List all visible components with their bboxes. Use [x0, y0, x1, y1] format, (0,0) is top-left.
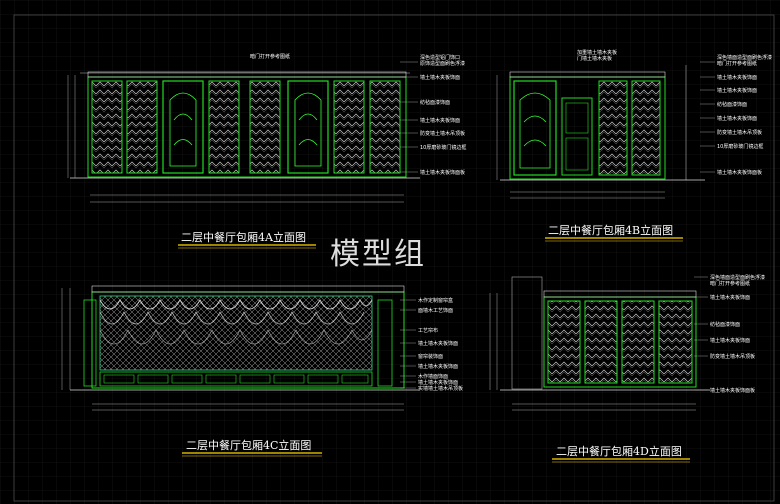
elevation-4a-note: 暗门打开参考图纸: [250, 53, 290, 60]
elevation-4b-note: 加重墙土墙木夹板: [577, 49, 617, 56]
elevation-4b-leader-lines: [700, 61, 715, 173]
elevation-4a-panel: [126, 80, 158, 174]
elevation-4a: 深色造型铝门饰口 原饰造型面刷色浮漆 暗门打开参考图纸 墙土墙木夹板饰面 纺毡面…: [67, 53, 466, 249]
elevation-4c-side-panel: [83, 299, 97, 387]
elevation-4a-panel: [208, 80, 240, 174]
elevation-4c-title: 二层中餐厅包厢4C立面图: [186, 438, 311, 452]
elevation-4b-panel: [631, 80, 661, 176]
elevation-4c-note: 墙土墙木夹板饰面: [418, 340, 458, 347]
elevation-4c-side-panel: [377, 299, 393, 387]
elevation-4c-note: 木作墙面饰面: [418, 373, 448, 380]
elevation-4d-note: 墙土墙木夹板饰面: [710, 294, 750, 301]
elevation-4c-window: [99, 295, 373, 371]
elevation-4c-note: 墙土墙木夹板饰面: [418, 379, 458, 386]
elevation-4b-note: 暗门打开参考图纸: [717, 60, 757, 67]
elevation-4b-title: 二层中餐厅包厢4B立面图: [548, 223, 673, 237]
elevation-4a-note: 防变墙土墙木吊顶板: [420, 130, 465, 137]
elevation-4b-panel-plain: [565, 137, 589, 171]
elevation-4d-title: 二层中餐厅包厢4D立面图: [556, 444, 682, 458]
elevation-4c: 木作定制窗帘盒 面墙木工艺饰面 工艺帘布 墙土墙木夹板饰面 窗帘装饰面 墙土墙木…: [61, 285, 463, 457]
elevation-4b-note: 10厚磨砂玻门镜边框: [717, 143, 763, 150]
elevation-4c-note: 工艺帘布: [418, 327, 438, 334]
elevation-4d-note: 纺毡面漆饰面: [710, 321, 740, 328]
elevation-4d-note: 墙土墙木夹板饰面: [710, 337, 750, 344]
elevation-4c-cornice: [91, 285, 405, 293]
elevation-4c-dado-panels: [103, 374, 369, 384]
elevation-4b-note: 深色墙面造型面刷色浮漆: [717, 54, 772, 61]
elevation-4a-note: 墙土墙木夹板饰面: [420, 117, 460, 124]
elevation-4b-panel-plain: [561, 97, 593, 176]
elevation-4d-leader-lines: [694, 276, 708, 391]
elevation-4a-note: 10厚磨砂玻门镜边框: [420, 144, 466, 151]
elevation-4b-note: 防变墙土墙木吊顶板: [717, 129, 762, 136]
elevation-4a-door-ornament: [294, 92, 322, 167]
elevation-4c-note: 木作定制窗帘盒: [418, 297, 453, 304]
elevation-4a-panel: [249, 80, 281, 174]
elevation-4a-panel: [369, 80, 401, 174]
elevation-4a-panel: [333, 80, 365, 174]
elevation-4d-note: 深色墙面造型面刷色浮漆: [710, 274, 765, 281]
elevation-4c-note: 实墙墙土墙木吊顶板: [418, 385, 463, 392]
elevation-4b: 加重墙土墙木夹板 门墙土墙木夹板 深色墙面造型面刷色浮漆 暗门打开参考图纸 墙土…: [496, 49, 772, 242]
elevation-4b-panel: [598, 80, 628, 176]
elevation-4c-curtain-valance: [99, 299, 373, 310]
elevation-4b-note: 墙土墙木夹板饰面: [717, 115, 757, 122]
elevation-4a-note: 深色造型铝门饰口: [420, 54, 460, 61]
elevation-4a-note: 墙土墙木夹板饰面: [420, 74, 460, 81]
elevation-4c-dado: [99, 371, 373, 387]
elevation-4d-side-column: [511, 276, 543, 390]
elevation-4b-panel-plain: [565, 102, 589, 134]
elevation-4a-door: [162, 80, 204, 174]
elevation-4d-cornice: [543, 290, 697, 298]
elevation-4a-door-ornament: [169, 92, 197, 167]
elevation-4b-cornice: [509, 71, 666, 78]
elevation-4a-cornice: [87, 71, 407, 78]
elevation-4b-note: 墙土墙木夹板饰面: [717, 74, 757, 81]
elevation-4c-note: 面墙木工艺饰面: [418, 307, 453, 314]
elevation-4a-leader-lines: [400, 61, 418, 173]
elevation-4b-door-ornament: [519, 92, 551, 169]
elevation-4a-title: 二层中餐厅包厢4A立面图: [181, 230, 306, 244]
elevation-4d-note: 暗门打开参考图纸: [710, 280, 750, 287]
elevation-4a-panel: [91, 80, 123, 174]
watermark-text: 模型组: [330, 237, 426, 272]
elevation-4c-curtain-swag: [99, 311, 365, 325]
elevation-4d-panel: [547, 300, 581, 384]
elevation-4d: 深色墙面造型面刷色浮漆 暗门打开参考图纸 墙土墙木夹板饰面 纺毡面漆饰面 墙土墙…: [489, 274, 765, 463]
elevation-4a-note: 原饰造型面刷色浮漆: [420, 60, 465, 67]
elevation-4d-note: 防变墙土墙木吊顶板: [710, 353, 755, 360]
elevation-4b-note: 纺毡面漆饰面: [717, 101, 747, 108]
elevation-4a-note: 墙土墙木夹板饰面板: [420, 169, 465, 176]
elevation-4a-door: [287, 80, 329, 174]
elevation-4d-panel: [621, 300, 655, 384]
elevation-4b-note: 墙土墙木夹板饰面板: [717, 169, 762, 176]
elevation-4b-note: 墙土墙木夹板饰面: [717, 87, 757, 94]
elevation-4c-curtain-swag: [99, 329, 373, 345]
elevation-4d-panel: [584, 300, 618, 384]
elevation-4c-leader-lines: [400, 299, 416, 389]
elevation-4c-note: 墙土墙木夹板饰面: [418, 363, 458, 370]
elevation-4b-note: 门墙土墙木夹板: [577, 55, 612, 62]
elevation-4d-note: 墙土墙木夹板饰面板: [710, 387, 755, 394]
elevation-4b-door: [513, 80, 557, 176]
sheet-border: [13, 14, 775, 502]
elevation-4c-note: 窗帘装饰面: [418, 353, 443, 360]
elevation-4d-panel: [658, 300, 693, 384]
elevation-4a-note: 纺毡面漆饰面: [420, 99, 450, 106]
